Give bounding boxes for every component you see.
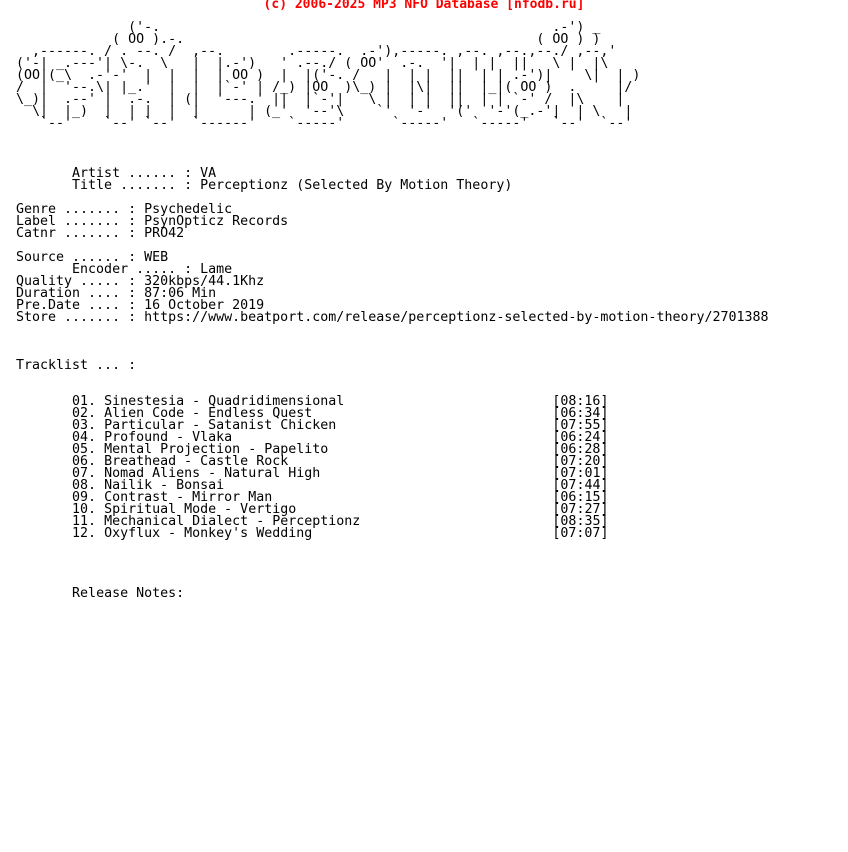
encoder-value: Lame	[200, 262, 233, 277]
track-duration: [07:55]	[552, 418, 609, 433]
label-value: PsynOpticz Records	[144, 214, 289, 229]
track-name: Mental Projection - Papelito	[104, 442, 329, 457]
track-duration: [06:24]	[552, 430, 609, 445]
track-name: Nomad Aliens - Natural High	[104, 466, 321, 481]
predate-value: 16 October 2019	[144, 298, 265, 313]
encoder-label: Encoder ..... :	[16, 262, 201, 277]
title-label: Title ....... :	[16, 178, 201, 193]
track-name: Particular - Satanist Chicken	[104, 418, 337, 433]
track-row: 09. Contrast - Mirror Man [06:15]	[16, 490, 608, 505]
store-link[interactable]: https://www.beatport.com/release/percept…	[144, 310, 769, 325]
track-number: 10.	[72, 502, 97, 517]
ascii-art-logo: ('-. .-') _ ( OO ).-. ( OO ) ) ,------. …	[16, 20, 641, 131]
track-duration: [08:35]	[552, 514, 609, 529]
track-name: Alien Code - Endless Quest	[104, 406, 313, 421]
release-notes-block: Release Notes:	[16, 586, 185, 601]
genre-value: Psychedelic	[144, 202, 233, 217]
duration-value: 87:06 Min	[144, 286, 217, 301]
genre-label: Genre ....... :	[16, 202, 145, 217]
track-row: 08. Nailik - Bonsai [07:44]	[16, 478, 608, 493]
quality-label: Quality ..... :	[16, 274, 145, 289]
catnr-label: Catnr ....... :	[16, 226, 145, 241]
track-number: 07.	[72, 466, 97, 481]
track-row: 10. Spiritual Mode - Vertigo [07:27]	[16, 502, 608, 517]
track-number: 06.	[72, 454, 97, 469]
track-number: 01.	[72, 394, 97, 409]
store-label: Store ....... :	[16, 310, 145, 325]
predate-label: Pre.Date .... :	[16, 298, 145, 313]
track-number: 08.	[72, 478, 97, 493]
track-number: 02.	[72, 406, 97, 421]
release-info-block: Artist ...... : VA Title ....... : Perce…	[16, 166, 769, 373]
track-name: Contrast - Mirror Man	[104, 490, 273, 505]
track-row: 05. Mental Projection - Papelito [06:28]	[16, 442, 608, 457]
track-name: Nailik - Bonsai	[104, 478, 225, 493]
track-row: 01. Sinestesia - Quadridimensional [08:1…	[16, 394, 608, 409]
track-row: 12. Oxyflux - Monkey's Wedding [07:07]	[16, 526, 608, 541]
tracklist-heading: Tracklist ... :	[16, 358, 137, 373]
duration-label: Duration .... :	[16, 286, 145, 301]
track-duration: [07:27]	[552, 502, 609, 517]
quality-value: 320kbps/44.1Khz	[144, 274, 265, 289]
track-number: 09.	[72, 490, 97, 505]
track-number: 11.	[72, 514, 97, 529]
track-duration: [07:07]	[552, 526, 609, 541]
title-value: Perceptionz (Selected By Motion Theory)	[200, 178, 513, 193]
label-label: Label ....... :	[16, 214, 145, 229]
site-header: (c) 2006-2025 MP3 NFO Database [nfodb.ru…	[263, 0, 585, 12]
track-row: 03. Particular - Satanist Chicken [07:55…	[16, 418, 608, 433]
track-name: Sinestesia - Quadridimensional	[104, 394, 345, 409]
track-duration: [06:15]	[552, 490, 609, 505]
track-row: 11. Mechanical Dialect - Perceptionz [08…	[16, 514, 608, 529]
track-name: Oxyflux - Monkey's Wedding	[104, 526, 313, 541]
artist-label: Artist ...... :	[16, 166, 201, 181]
source-label: Source ...... :	[16, 250, 145, 265]
track-name: Spiritual Mode - Vertigo	[104, 502, 297, 517]
track-duration: [06:28]	[552, 442, 609, 457]
track-number: 12.	[72, 526, 97, 541]
artist-value: VA	[200, 166, 217, 181]
tracklist: 01. Sinestesia - Quadridimensional [08:1…	[16, 394, 608, 541]
track-duration: [06:34]	[552, 406, 609, 421]
track-name: Profound - Vlaka	[104, 430, 233, 445]
track-number: 05.	[72, 442, 97, 457]
release-notes-heading: Release Notes:	[72, 586, 185, 601]
track-duration: [07:20]	[552, 454, 609, 469]
track-duration: [07:44]	[552, 478, 609, 493]
catnr-value: PRO42	[144, 226, 185, 241]
track-row: 06. Breathead - Castle Rock [07:20]	[16, 454, 608, 469]
track-duration: [07:01]	[552, 466, 609, 481]
source-value: WEB	[144, 250, 169, 265]
track-row: 04. Profound - Vlaka [06:24]	[16, 430, 608, 445]
track-row: 02. Alien Code - Endless Quest [06:34]	[16, 406, 608, 421]
track-number: 04.	[72, 430, 97, 445]
track-name: Breathead - Castle Rock	[104, 454, 289, 469]
track-row: 07. Nomad Aliens - Natural High [07:01]	[16, 466, 608, 481]
track-duration: [08:16]	[552, 394, 609, 409]
track-name: Mechanical Dialect - Perceptionz	[104, 514, 361, 529]
track-number: 03.	[72, 418, 97, 433]
release-notes-indent	[16, 586, 72, 601]
